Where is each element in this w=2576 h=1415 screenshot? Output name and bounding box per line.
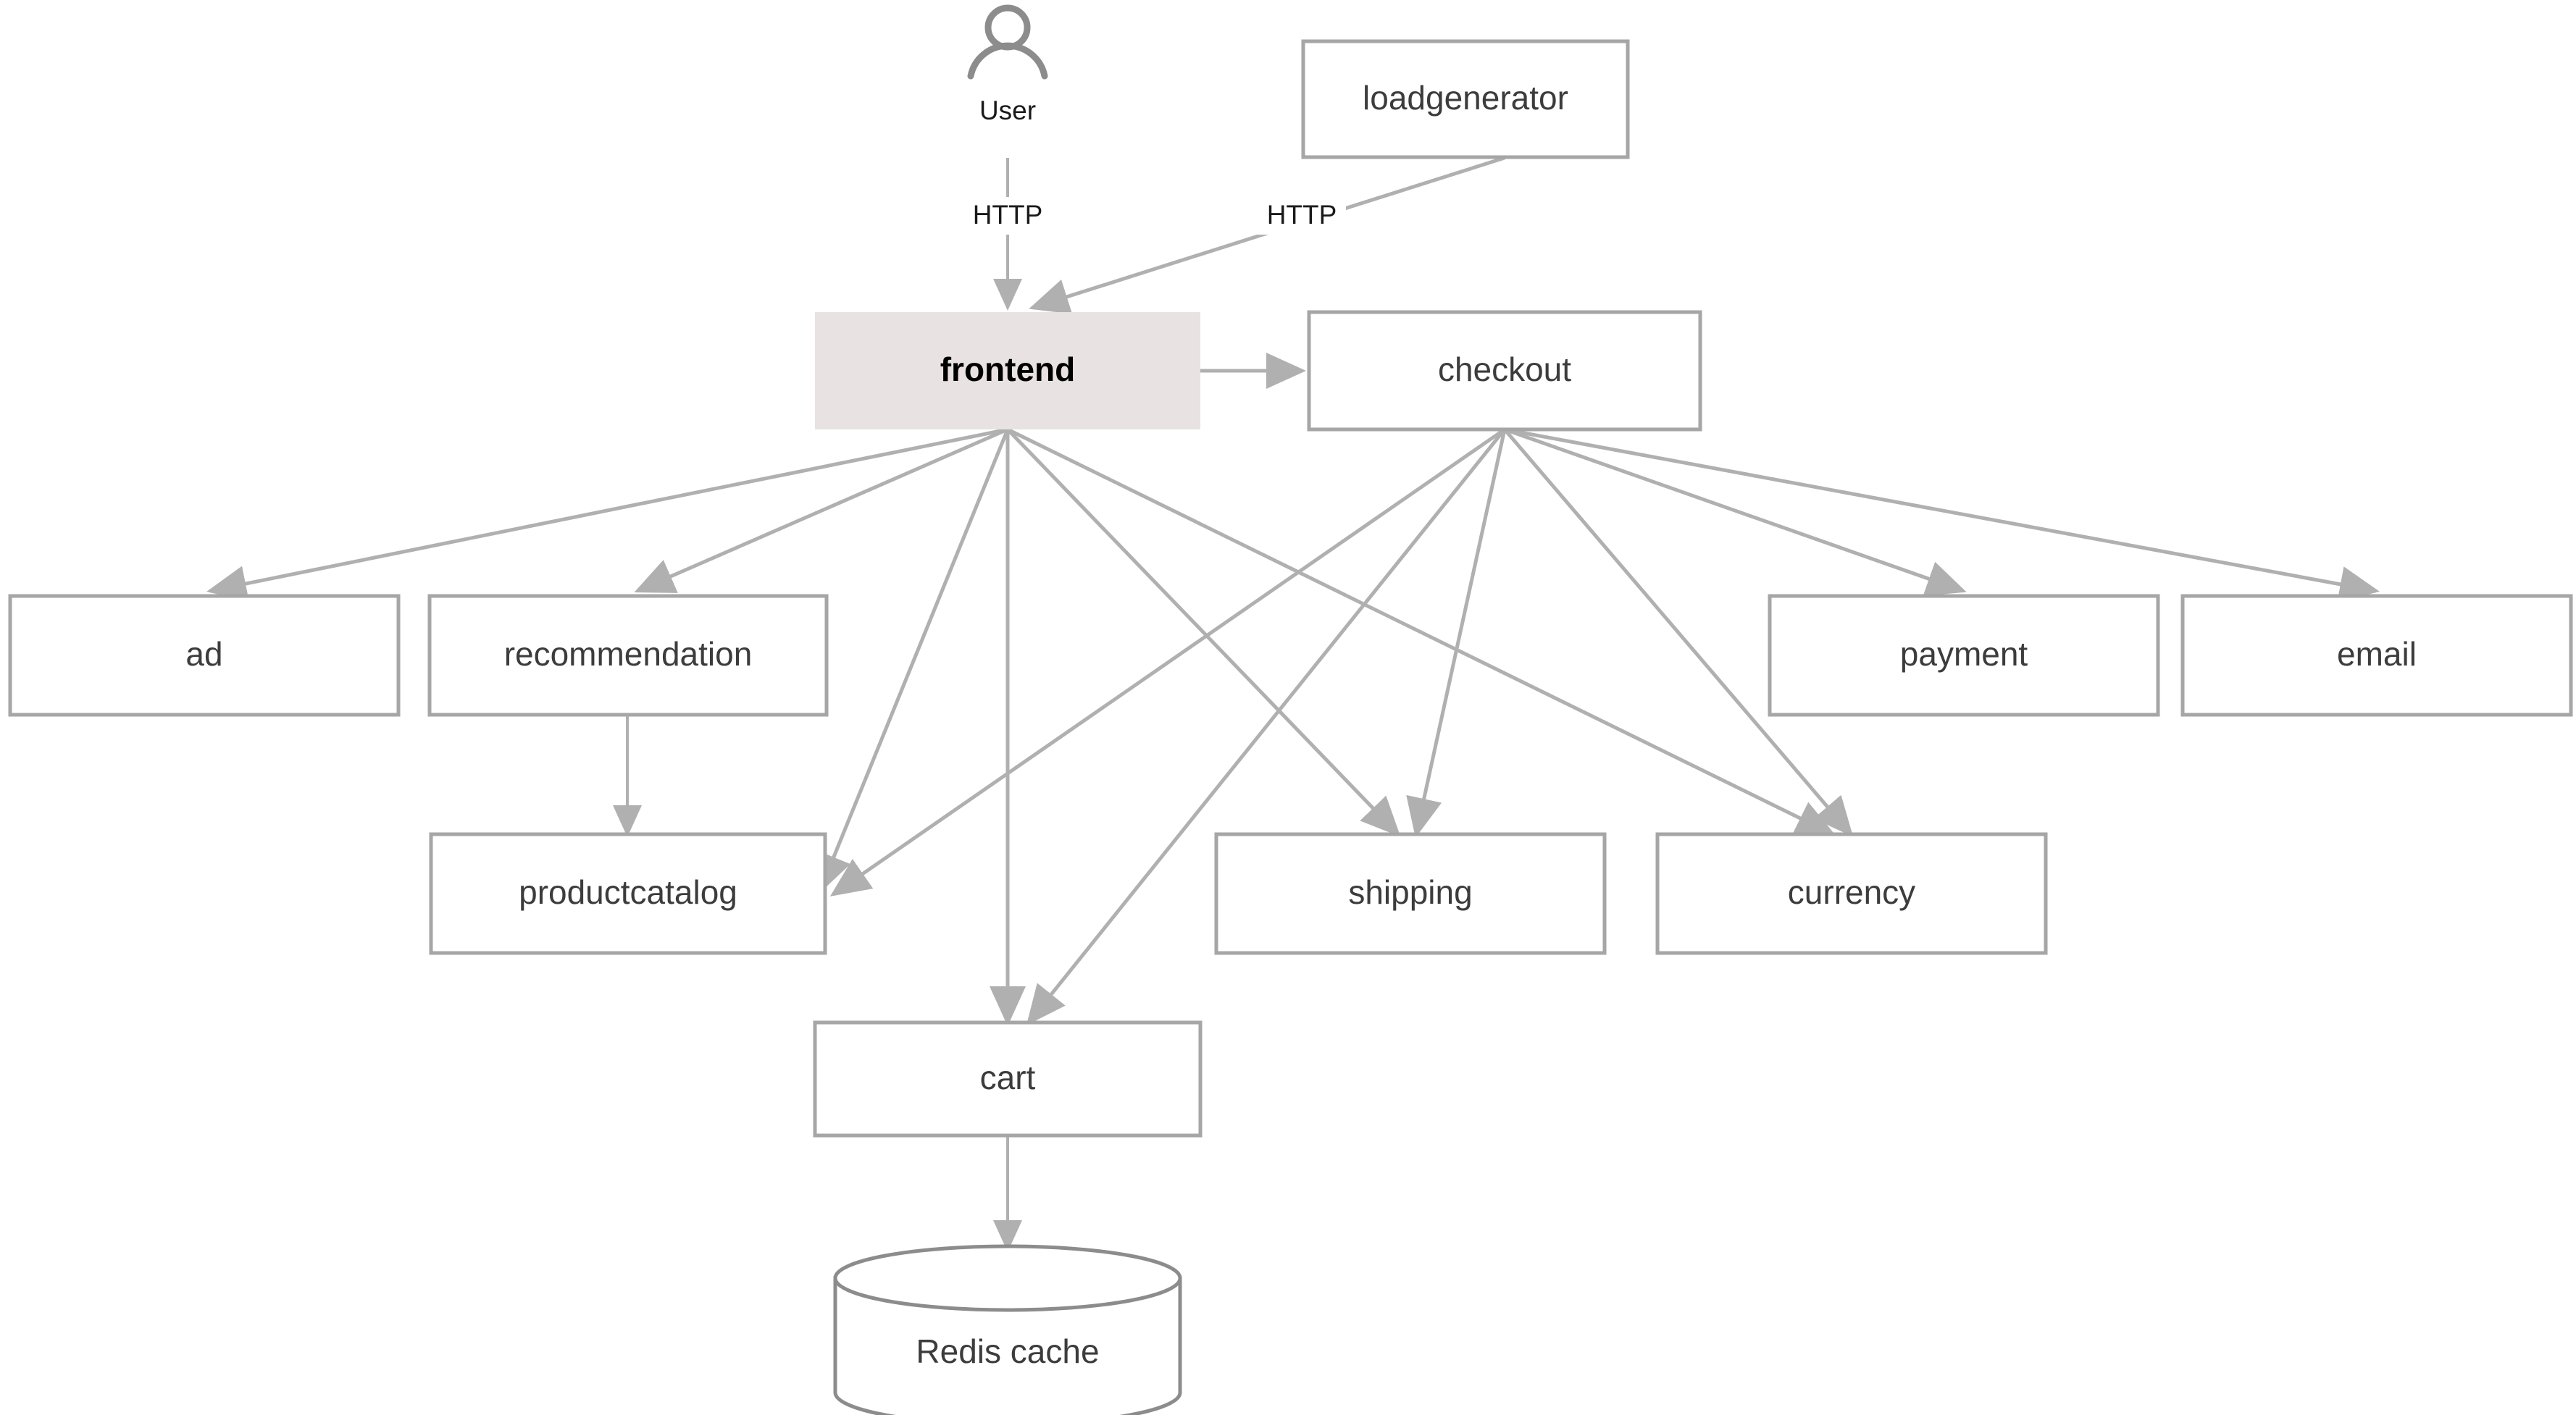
node-checkout-label: checkout	[1438, 350, 1571, 388]
edge-checkout-to-shipping	[1406, 429, 1507, 838]
edge-checkout-to-productcatalog	[829, 427, 1506, 897]
edge-frontend-to-currency	[1006, 427, 1836, 836]
node-checkout[interactable]: checkout	[1307, 310, 1702, 432]
node-frontend-label: frontend	[940, 350, 1076, 388]
node-payment[interactable]: payment	[1768, 594, 2160, 717]
edge-checkout-to-cart	[1026, 428, 1506, 1025]
http-label-bg-user	[963, 197, 1052, 235]
node-currency-label: currency	[1788, 873, 1915, 911]
node-productcatalog-box[interactable]	[429, 832, 827, 955]
node-email-label: email	[2337, 635, 2417, 673]
node-redis-cache-label: Redis cache	[916, 1332, 1099, 1370]
edge-label-layer: HTTP HTTP	[963, 197, 1346, 235]
node-shipping[interactable]: shipping	[1214, 832, 1607, 955]
node-recommendation-box[interactable]	[427, 594, 829, 717]
node-currency-box[interactable]	[1655, 832, 2048, 955]
node-email-box[interactable]	[2180, 594, 2573, 717]
node-redis-cylinder-top	[833, 1244, 1182, 1312]
edge-frontend-to-shipping	[1006, 428, 1401, 837]
node-email[interactable]: email	[2180, 594, 2573, 717]
node-frontend-box[interactable]	[815, 312, 1200, 429]
user-person-icon	[967, 4, 1048, 80]
edge-frontend-to-productcatalog	[816, 429, 1010, 894]
actor-user: User	[967, 4, 1048, 125]
edge-checkout-to-currency	[1503, 428, 1854, 837]
node-checkout-box[interactable]	[1307, 310, 1702, 432]
node-productcatalog[interactable]: productcatalog	[429, 832, 827, 955]
node-loadgenerator-box[interactable]	[1301, 39, 1630, 159]
node-redis-cylinder-body[interactable]	[833, 1276, 1182, 1415]
edge-frontend-to-recommendation	[634, 427, 1008, 593]
node-payment-box[interactable]	[1768, 594, 2160, 717]
node-cart-label: cart	[980, 1059, 1036, 1096]
node-shipping-label: shipping	[1348, 873, 1472, 911]
actor-user-label: User	[979, 96, 1036, 125]
edge-label-loadgenerator-http: HTTP	[1267, 200, 1337, 230]
node-cart[interactable]: cart	[813, 1020, 1203, 1138]
edge-checkout-to-email	[1504, 427, 2380, 602]
node-recommendation-label: recommendation	[504, 635, 753, 673]
node-redis-cache[interactable]: Redis cache	[833, 1244, 1182, 1415]
node-productcatalog-label: productcatalog	[519, 873, 737, 911]
node-ad-label: ad	[185, 635, 222, 673]
node-loadgenerator[interactable]: loadgenerator	[1301, 39, 1630, 159]
edge-frontend-to-ad	[206, 427, 1008, 602]
node-ad-box[interactable]	[8, 594, 401, 717]
node-recommendation[interactable]: recommendation	[427, 594, 829, 717]
node-ad[interactable]: ad	[8, 594, 401, 717]
edge-checkout-to-payment	[1504, 427, 1967, 596]
node-payment-label: payment	[1900, 635, 2028, 673]
node-loadgenerator-label: loadgenerator	[1363, 79, 1568, 117]
edge-layer	[206, 156, 2380, 1252]
node-shipping-box[interactable]	[1214, 832, 1607, 955]
node-frontend[interactable]: frontend	[815, 312, 1200, 429]
edge-label-user-http: HTTP	[973, 200, 1043, 230]
node-currency[interactable]: currency	[1655, 832, 2048, 955]
http-label-bg-loadgen	[1258, 197, 1346, 235]
node-cart-box[interactable]	[813, 1020, 1203, 1138]
